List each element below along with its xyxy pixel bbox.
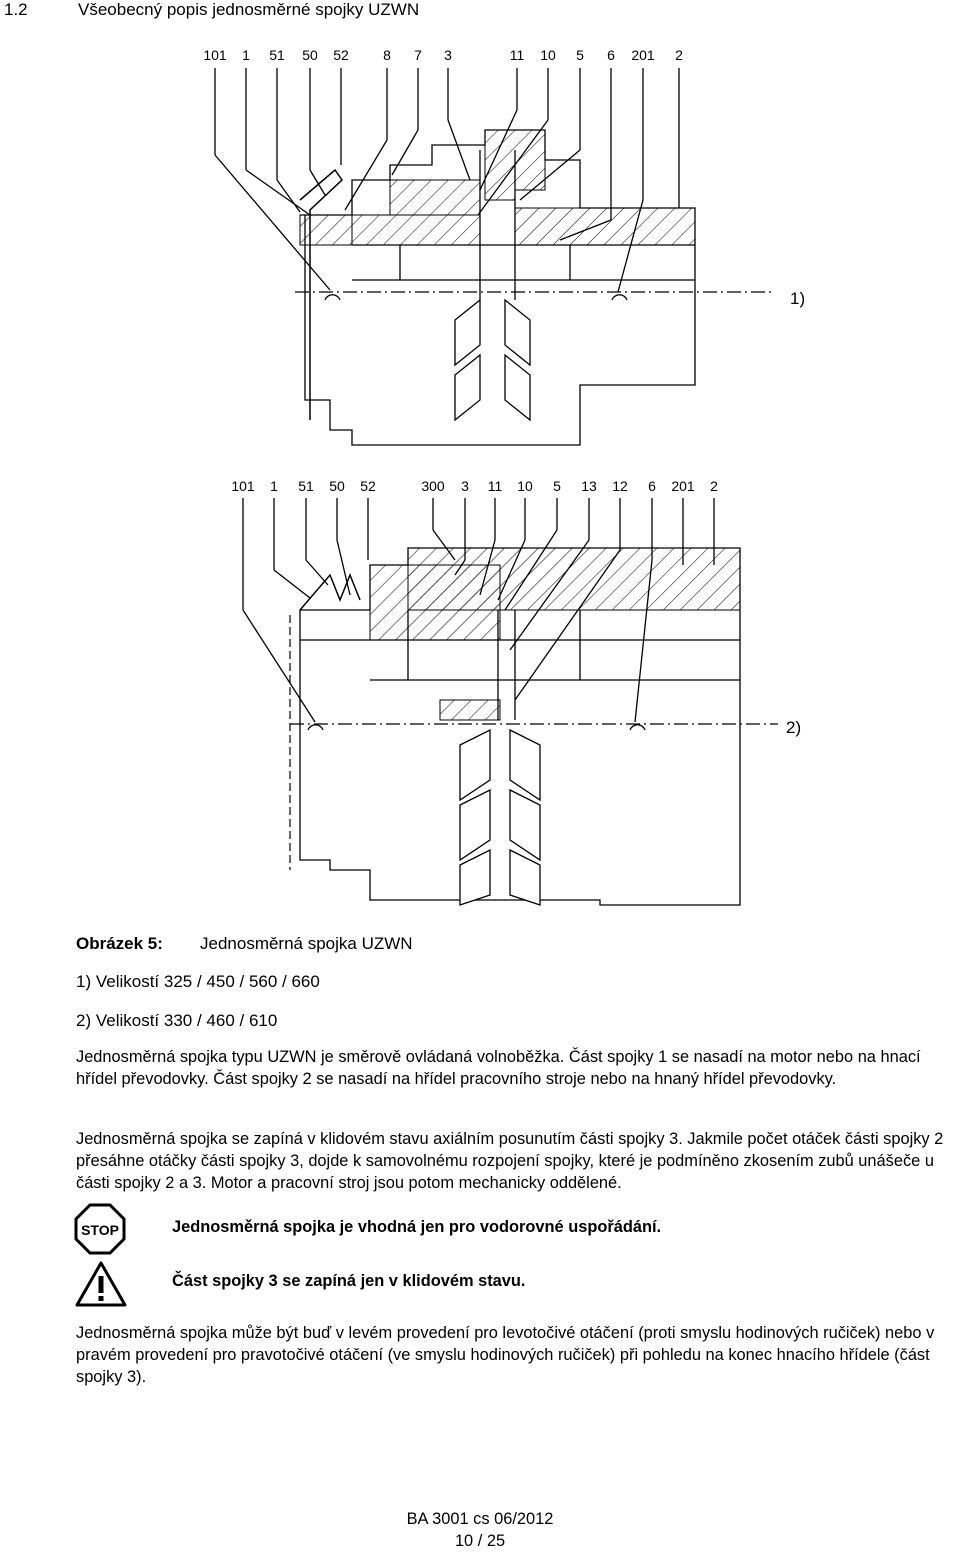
callout-label: 50 [302,47,318,63]
warning-notice-text: Část spojky 3 se zapíná jen v klidovém s… [172,1272,526,1290]
callout-label: 2 [710,478,718,494]
paragraph-description: Jednosměrná spojka typu UZWN je směrově … [76,1048,921,1088]
callout-label: 201 [671,478,695,494]
callout-label: 11 [509,47,525,63]
stop-notice-text: Jednosměrná spojka je vhodná jen pro vod… [172,1218,662,1236]
callout-label: 1 [242,47,250,63]
callout-label: 8 [383,47,391,63]
callout-label: 101 [231,478,255,494]
figure-title: Jednosměrná spojka UZWN [200,934,413,953]
callout-label: 52 [360,478,376,494]
size-list-2: 2) Velikostí 330 / 460 / 610 [76,1011,278,1030]
figure-label: Obrázek 5: [76,934,163,953]
callout-label: 3 [461,478,469,494]
figure1-callouts: 101 1 51 50 52 8 7 3 11 10 5 6 201 2 [0,47,960,67]
callout-label: 7 [414,47,422,63]
callout-label: 10 [517,478,533,494]
paragraph-rotation: Jednosměrná spojka může být buď v levém … [76,1324,935,1386]
callout-label: 300 [421,478,445,494]
section-title: Všeobecný popis jednosměrné spojky UZWN [78,0,420,19]
callout-label: 13 [581,478,597,494]
callout-label: 10 [540,47,556,63]
callout-label: 5 [576,47,584,63]
callout-label: 51 [269,47,285,63]
stop-icon: STOP [74,1203,126,1255]
coupling-drawing-2 [242,498,778,906]
callout-label: 3 [444,47,452,63]
callout-label: 12 [612,478,628,494]
callout-label: 5 [553,478,561,494]
coupling-drawing-1 [214,68,775,446]
callout-label: 201 [631,47,655,63]
callout-label: 2 [675,47,683,63]
callout-label: 6 [648,478,656,494]
warning-icon [75,1261,127,1307]
figure2-label: 2) [786,718,802,737]
callout-label: 50 [329,478,345,494]
callout-label: 52 [333,47,349,63]
footer-doc-id: BA 3001 cs 06/2012 [406,1510,554,1528]
figure1-label: 1) [790,289,806,308]
size-list-1: 1) Velikostí 325 / 450 / 560 / 660 [76,972,320,991]
callout-label: 11 [487,478,503,494]
figure2-callouts: 101 1 51 50 52 300 3 11 10 5 13 12 6 201… [0,478,960,498]
callout-label: 1 [270,478,278,494]
footer-page-number: 10 / 25 [454,1532,506,1550]
callout-label: 6 [607,47,615,63]
section-number: 1.2 [4,0,28,19]
stop-icon-text: STOP [81,1222,119,1238]
paragraph-engagement: Jednosměrná spojka se zapíná v klidovém … [76,1130,944,1192]
callout-label: 51 [298,478,314,494]
callout-label: 101 [203,47,227,63]
